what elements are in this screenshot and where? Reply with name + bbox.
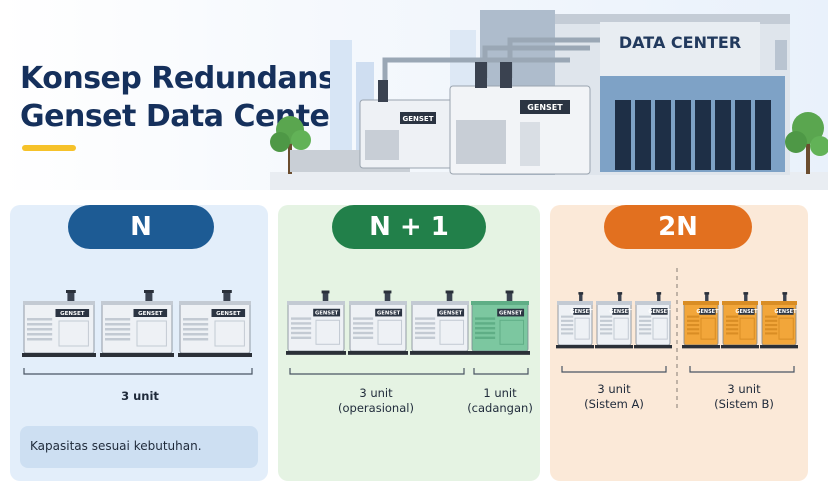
genset-icon: GENSET	[595, 292, 633, 349]
n1-operational-role: (operasional)	[338, 401, 414, 415]
label-2n: 2N	[604, 205, 752, 249]
genset-label: GENSET	[570, 309, 593, 315]
genset-label: GENSET	[439, 311, 463, 317]
n1-backup-caption: 1 unit (cadangan)	[462, 386, 538, 416]
n-units-caption: 3 unit	[94, 389, 186, 404]
label-n: N	[68, 205, 214, 249]
n1-operational-caption: 3 unit (operasional)	[326, 386, 426, 416]
genset-icon: GENSET	[556, 292, 594, 349]
genset-label: GENSET	[648, 309, 671, 315]
genset-icon: GENSET	[760, 292, 798, 349]
genset-label: GENSET	[609, 309, 632, 315]
2n-system-a-bracket	[561, 366, 667, 373]
2n-system-b-caption: 3 unit (Sistem B)	[702, 382, 786, 412]
n1-operational-bracket	[289, 368, 465, 375]
title-accent-bar	[22, 145, 76, 151]
genset-icon: GENSET	[178, 290, 252, 357]
genset-label: GENSET	[138, 311, 163, 317]
genset-label: GENSET	[60, 311, 85, 317]
2n-system-b-units: 3 unit	[727, 382, 761, 396]
2n-system-a-caption: 3 unit (Sistem A)	[572, 382, 656, 412]
2n-system-b-name: (Sistem B)	[714, 397, 774, 411]
genset-label: GENSET	[377, 311, 401, 317]
n1-backup-bracket	[473, 368, 529, 375]
genset-icon: GENSET	[682, 292, 720, 349]
genset-icon: GENSET	[22, 290, 96, 357]
2n-system-a-name: (Sistem A)	[584, 397, 644, 411]
genset-icon: GENSET	[286, 290, 346, 355]
genset-icon: GENSET	[449, 62, 591, 175]
genset-label: GENSET	[315, 311, 339, 317]
tree-icon	[785, 112, 828, 174]
n-bracket	[23, 368, 253, 375]
2n-system-b-bracket	[689, 366, 795, 373]
data-center-illustration: DATA CENTER GENSET	[270, 10, 828, 190]
n1-backup-units: 1 unit	[483, 386, 517, 400]
hero-banner: Konsep Redundansi Genset Data Center DAT…	[0, 0, 828, 190]
2n-system-a-units: 3 unit	[597, 382, 631, 396]
label-n-plus-1: N + 1	[332, 205, 486, 249]
n-note-text: Kapasitas sesuai kebutuhan.	[30, 439, 202, 453]
genset-label: GENSET	[696, 309, 719, 315]
genset-icon: GENSET	[721, 292, 759, 349]
genset-label: GENSET	[403, 115, 434, 123]
n-units: 3 unit	[121, 389, 159, 403]
genset-icon: GENSET	[359, 80, 456, 169]
genset-label: GENSET	[499, 311, 523, 317]
genset-label: GENSET	[527, 103, 563, 112]
genset-icon: GENSET	[100, 290, 174, 357]
genset-label: GENSET	[774, 309, 797, 315]
ground	[270, 172, 828, 190]
genset-icon: GENSET	[410, 290, 470, 355]
genset-icon: GENSET	[348, 290, 408, 355]
n1-operational-units: 3 unit	[359, 386, 393, 400]
n-note-box	[20, 426, 258, 468]
genset-icon: GENSET	[470, 290, 530, 355]
n1-backup-role: (cadangan)	[467, 401, 533, 415]
building-sign: DATA CENTER	[619, 33, 741, 52]
genset-icon: GENSET	[634, 292, 672, 349]
genset-label: GENSET	[735, 309, 758, 315]
genset-label: GENSET	[216, 311, 241, 317]
skyline-building	[330, 40, 352, 160]
title-line-1: Konsep Redundansi	[20, 61, 346, 96]
